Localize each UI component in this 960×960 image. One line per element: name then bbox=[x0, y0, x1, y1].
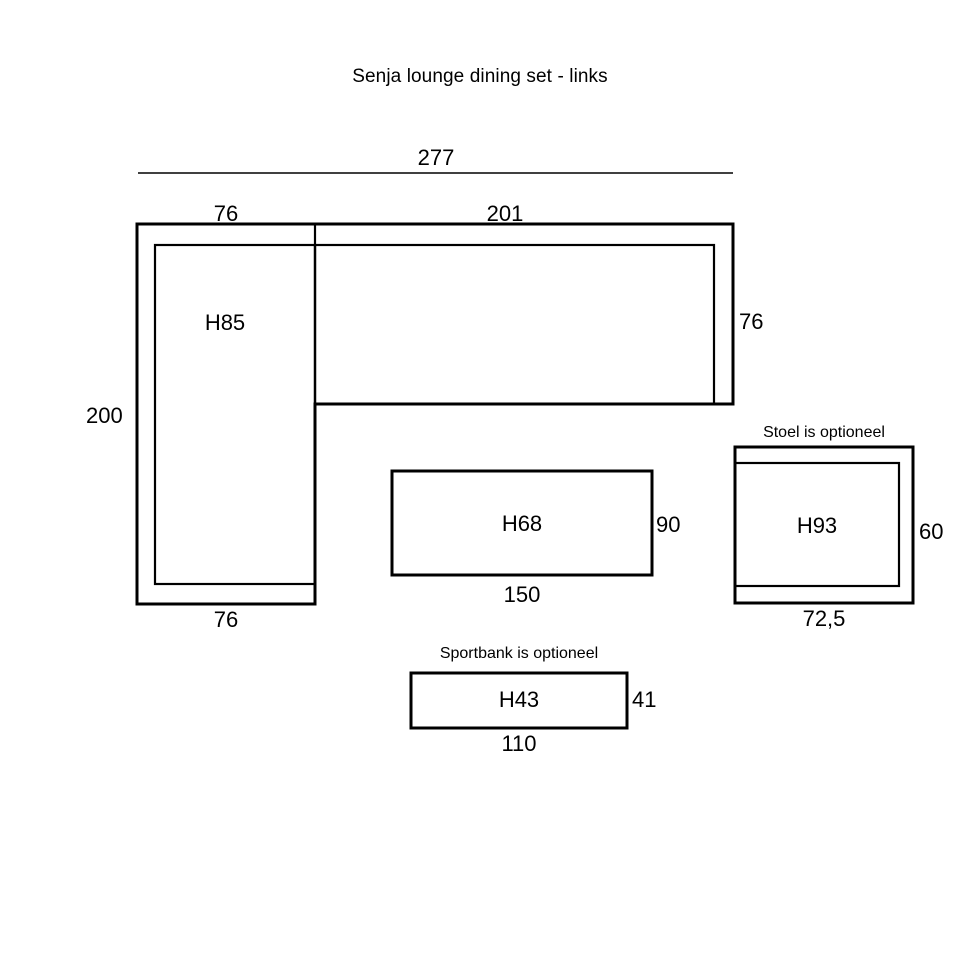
corner-sofa-right-depth-label: 76 bbox=[739, 309, 764, 334]
chair-seat-inner-outline bbox=[733, 461, 901, 588]
overall-width-label: 277 bbox=[417, 145, 455, 170]
corner-sofa-outer-outline bbox=[135, 222, 735, 606]
bench-width-label: 110 bbox=[501, 731, 537, 756]
coffee-table-width-label: 150 bbox=[503, 582, 541, 607]
corner-sofa-right-width-label: 201 bbox=[486, 201, 524, 226]
corner-sofa-right-seat-inner bbox=[313, 243, 716, 406]
chair-depth-label: 60 bbox=[919, 519, 944, 544]
coffee-table-depth-label: 90 bbox=[656, 512, 681, 537]
corner-sofa-height-label: H85 bbox=[204, 310, 246, 335]
corner-sofa-left-width-label: 76 bbox=[213, 201, 239, 226]
corner-sofa-bottom-width-label: 76 bbox=[213, 607, 239, 632]
bench-outline bbox=[409, 671, 629, 730]
chair-optional-note: Stoel is optioneel bbox=[763, 424, 885, 441]
coffee-table-outline bbox=[390, 469, 654, 577]
chair-height-label: H93 bbox=[796, 513, 838, 538]
chair-width-label: 72,5 bbox=[802, 606, 846, 631]
bench-optional-note: Sportbank is optioneel bbox=[439, 645, 599, 662]
page-title: Senja lounge dining set - links bbox=[352, 66, 608, 87]
bench-height-label: H43 bbox=[498, 687, 540, 712]
corner-sofa-total-depth-label: 200 bbox=[86, 403, 123, 428]
corner-sofa-left-seat-inner bbox=[153, 243, 317, 586]
coffee-table-height-label: H68 bbox=[501, 511, 543, 536]
bench-depth-label: 41 bbox=[632, 687, 657, 712]
